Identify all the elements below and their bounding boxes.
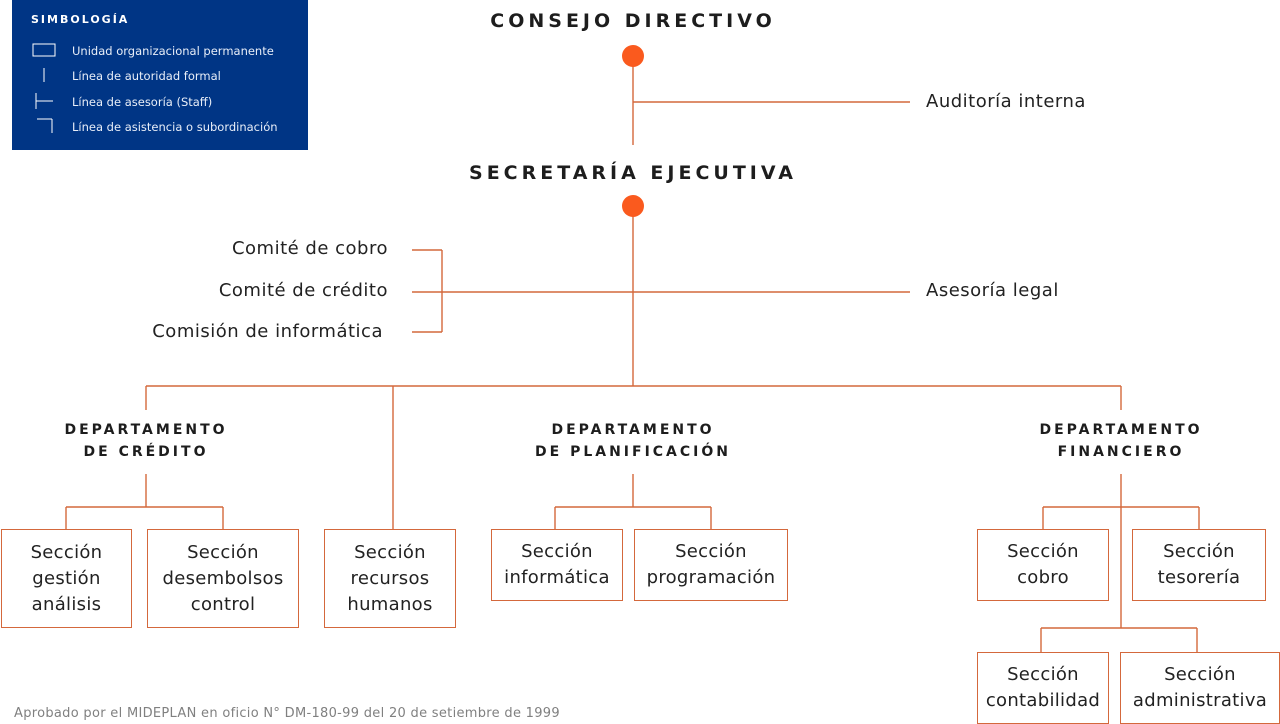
section-desembolsos-control: Sección desembolsos control	[147, 529, 299, 628]
committee-informatica: Comisión de informática	[152, 321, 383, 342]
dept-credito-line-2: DE CRÉDITO	[83, 444, 209, 460]
consejo-directivo-title: CONSEJO DIRECTIVO	[490, 10, 776, 32]
section-rrhh-l2: recursos	[350, 567, 430, 589]
section-informatica-l1: Sección	[521, 541, 593, 562]
dept-planificacion: DEPARTAMENTO DE PLANIFICACIÓN	[535, 419, 731, 463]
dept-credito-line-1: DEPARTAMENTO	[64, 422, 228, 438]
section-tesoreria-l2: tesorería	[1157, 567, 1241, 588]
section-gestion-analisis: Sección gestión análisis	[1, 529, 132, 628]
committee-cobro: Comité de cobro	[231, 238, 388, 259]
section-cobro: Sección cobro	[977, 529, 1109, 601]
secretaria-ejecutiva-title: SECRETARÍA EJECUTIVA	[469, 162, 797, 184]
dept-planificacion-line-1: DEPARTAMENTO	[551, 422, 715, 438]
legend-item-unidad: Unidad organizacional permanente	[72, 44, 274, 58]
section-informatica: Sección informática	[491, 529, 623, 601]
section-tesoreria: Sección tesorería	[1132, 529, 1266, 601]
section-administrativa-l1: Sección	[1164, 664, 1236, 685]
section-desembolsos-l1: Sección	[187, 541, 259, 563]
legend-title: SIMBOLOGÍA	[31, 13, 130, 26]
legend-item-autoridad: Línea de autoridad formal	[72, 69, 221, 83]
section-programacion: Sección programación	[634, 529, 788, 601]
section-tesoreria-l1: Sección	[1163, 541, 1235, 562]
dept-credito: DEPARTAMENTO DE CRÉDITO	[64, 419, 227, 463]
section-contabilidad: Sección contabilidad	[977, 652, 1109, 724]
section-contabilidad-l1: Sección	[1007, 664, 1079, 685]
section-cobro-l2: cobro	[1017, 567, 1069, 588]
committee-credito: Comité de crédito	[218, 280, 388, 301]
section-desembolsos-l3: control	[190, 593, 256, 615]
section-cobro-l1: Sección	[1007, 541, 1079, 562]
dept-financiero: DEPARTAMENTO FINANCIERO	[1039, 419, 1202, 463]
dept-planificacion-line-2: DE PLANIFICACIÓN	[535, 444, 731, 460]
legend-icons	[32, 43, 56, 133]
approval-footnote: Aprobado por el MIDEPLAN en oficio N° DM…	[14, 706, 560, 721]
section-programacion-l1: Sección	[675, 541, 747, 562]
section-contabilidad-l2: contabilidad	[985, 690, 1101, 711]
secretaria-node-dot	[622, 195, 644, 217]
section-desembolsos-l2: desembolsos	[162, 567, 284, 589]
dept-financiero-line-2: FINANCIERO	[1057, 444, 1185, 460]
section-gestion-l1: Sección	[30, 541, 103, 563]
section-recursos-humanos: Sección recursos humanos	[324, 529, 456, 628]
section-administrativa: Sección administrativa	[1120, 652, 1280, 724]
section-programacion-l2: programación	[646, 567, 776, 588]
box-icon	[32, 43, 56, 57]
consejo-node-dot	[622, 45, 644, 67]
section-rrhh-l3: humanos	[347, 593, 433, 615]
dept-financiero-line-1: DEPARTAMENTO	[1039, 422, 1203, 438]
section-administrativa-l2: administrativa	[1132, 690, 1268, 711]
legend-item-asesoria: Línea de asesoría (Staff)	[72, 95, 213, 109]
legend-item-asistencia: Línea de asistencia o subordinación	[72, 120, 278, 134]
section-gestion-l3: análisis	[31, 593, 102, 615]
section-gestion-l2: gestión	[32, 567, 101, 589]
legend-panel: SIMBOLOGÍA Unidad organizacional permane…	[12, 0, 308, 150]
staff-auditoria-interna: Auditoría interna	[926, 91, 1086, 112]
section-informatica-l2: informática	[504, 567, 610, 588]
staff-asesoria-legal: Asesoría legal	[926, 280, 1059, 301]
section-rrhh-l1: Sección	[354, 541, 426, 563]
